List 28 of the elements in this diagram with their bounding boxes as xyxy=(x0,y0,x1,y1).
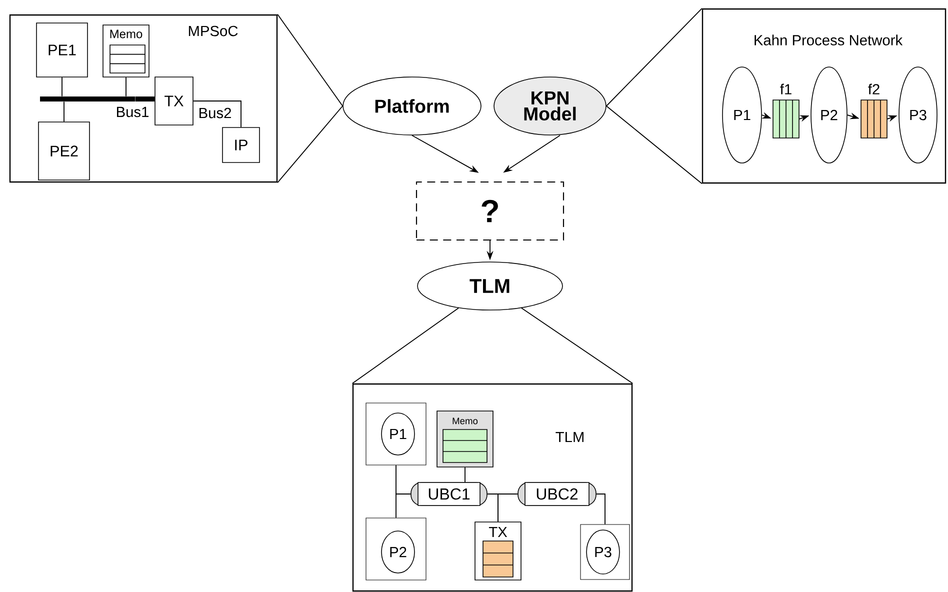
queue-label: f1 xyxy=(780,84,792,94)
zoom-line xyxy=(606,106,702,184)
zoom-line xyxy=(277,106,344,184)
zoom-line xyxy=(352,308,460,384)
connector-line xyxy=(498,494,518,522)
memory-block: Memo xyxy=(102,24,150,78)
process-box xyxy=(366,518,426,580)
process-box xyxy=(366,402,426,466)
processor-box: PE2 xyxy=(38,122,90,180)
channel-capsule: UBC1 xyxy=(410,482,488,506)
tx-box: TX xyxy=(154,76,194,126)
processor-box: PE1 xyxy=(36,22,88,78)
queue-label: f2 xyxy=(868,84,880,94)
connector-line xyxy=(596,494,606,525)
zoom-line xyxy=(277,14,344,106)
memory-block: Memo xyxy=(436,410,494,468)
channel-capsule: UBC2 xyxy=(518,482,596,506)
connector-line xyxy=(464,466,466,483)
ip-box: IP xyxy=(222,127,260,163)
connector-line xyxy=(192,100,242,128)
question-box: ? xyxy=(416,181,564,241)
tx-block: TX xyxy=(474,522,522,580)
connector-line xyxy=(396,494,412,518)
connector-line xyxy=(135,96,155,102)
bus-label: Bus1 xyxy=(117,106,148,118)
zoom-line xyxy=(520,308,634,384)
zoom-line xyxy=(606,8,702,106)
process-box xyxy=(580,524,630,580)
